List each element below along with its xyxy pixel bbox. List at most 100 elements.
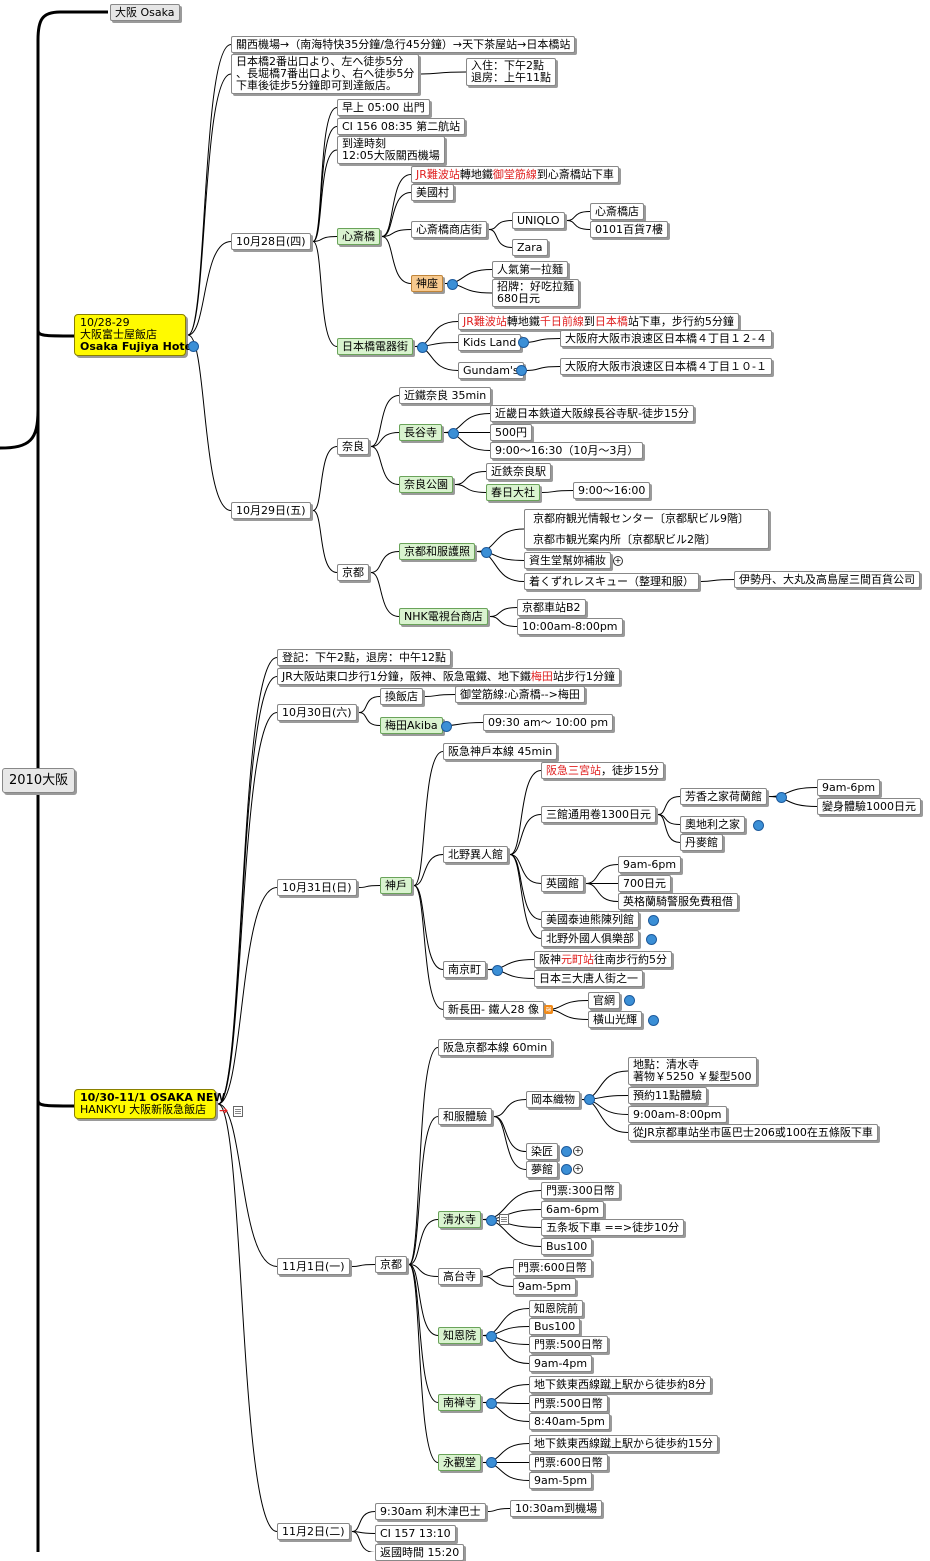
shiseido-makeup[interactable]: 資生堂幫妳補妝 bbox=[524, 552, 611, 569]
shin-nagata-tetsujin[interactable]: 新長田- 鐵人28 像 bbox=[443, 1001, 544, 1018]
umeda-akiba[interactable]: 梅田Akiba bbox=[380, 717, 443, 734]
globe-link-icon[interactable] bbox=[648, 1015, 659, 1026]
globe-link-icon[interactable] bbox=[624, 995, 635, 1006]
root-node[interactable]: 2010大阪 bbox=[2, 768, 76, 793]
akiba-hours[interactable]: 09:30 am～ 10:00 pm bbox=[483, 714, 614, 731]
globe-link-icon[interactable] bbox=[417, 342, 428, 353]
denmark-hall[interactable]: 丹麥館 bbox=[680, 834, 723, 851]
flight-ci157[interactable]: CI 157 13:10 bbox=[375, 1525, 456, 1542]
okamoto-reserve[interactable]: 預約11點體驗 bbox=[628, 1087, 707, 1104]
chionin-bus[interactable]: Bus100 bbox=[529, 1318, 581, 1335]
day-1102[interactable]: 11月2日(二) bbox=[277, 1523, 350, 1540]
hasedera-route[interactable]: 近畿日本鉄道大阪線長谷寺駅-徒步15分 bbox=[490, 405, 694, 422]
chionin-fee[interactable]: 門票:500日幣 bbox=[529, 1336, 608, 1353]
hankyu-route[interactable]: JR大阪站東口步行1分鐘，阪神、阪急電鐵、地下鐵梅田站步行1分鐘 bbox=[277, 668, 620, 685]
austria-house[interactable]: 奧地利之家 bbox=[680, 816, 745, 833]
kimono-rescue[interactable]: 着くずれレスキュー（整理和服） bbox=[524, 573, 699, 590]
england-fee[interactable]: 700日元 bbox=[618, 875, 671, 892]
nhk-hours[interactable]: 10:00am-8:00pm bbox=[517, 618, 623, 635]
kasuga-taisha[interactable]: 春日大社 bbox=[486, 484, 540, 501]
kitano-ijinkan[interactable]: 北野異人館 bbox=[443, 846, 508, 863]
gundam[interactable]: Gundam's bbox=[458, 362, 524, 379]
gundam-address[interactable]: 大阪府大阪市浪速区日本橋４丁目１０-１ bbox=[560, 358, 772, 375]
somesho[interactable]: 染匠 bbox=[526, 1143, 558, 1160]
globe-link-icon[interactable] bbox=[441, 721, 452, 732]
fujiya-checkin[interactable]: 入住：下午2點 退房：上午11點 bbox=[466, 58, 556, 86]
nankinmachi[interactable]: 南京町 bbox=[443, 961, 486, 978]
nhk-location[interactable]: 京都車站B2 bbox=[517, 599, 586, 616]
kiyomizu-bus[interactable]: Bus100 bbox=[541, 1238, 593, 1255]
globe-link-icon[interactable] bbox=[486, 1457, 497, 1468]
eikando-hours[interactable]: 9am-5pm bbox=[529, 1472, 593, 1489]
chionin-hours[interactable]: 9am-4pm bbox=[529, 1355, 593, 1372]
globe-link-icon[interactable] bbox=[561, 1164, 572, 1175]
note-icon[interactable] bbox=[233, 1106, 243, 1117]
eikando[interactable]: 永觀堂 bbox=[438, 1454, 481, 1471]
hasedera-hours[interactable]: 9:00～16:30（10月～3月） bbox=[490, 442, 644, 459]
motomachi-route[interactable]: 阪神元町站往南步行約5分 bbox=[534, 951, 672, 968]
ramen-popular[interactable]: 人氣第一拉麵 bbox=[492, 261, 568, 278]
flight-ci156[interactable]: CI 156 08:35 第二航站 bbox=[337, 118, 466, 135]
globe-link-icon[interactable] bbox=[188, 341, 199, 352]
globe-link-icon[interactable] bbox=[486, 1215, 497, 1226]
okamoto-bus[interactable]: 從JR京都車站坐市區巴士206或100在五條阪下車 bbox=[628, 1124, 878, 1141]
kobe[interactable]: 神戶 bbox=[380, 877, 412, 894]
globe-link-icon[interactable] bbox=[486, 1398, 497, 1409]
expand-plus-icon[interactable]: + bbox=[573, 1146, 583, 1156]
nanzenji-fee[interactable]: 門票:500日幣 bbox=[529, 1395, 608, 1412]
hankyu-kyoto-line[interactable]: 阪急京都本線 60min bbox=[438, 1039, 553, 1056]
eikando-fee[interactable]: 門票:600日幣 bbox=[529, 1454, 608, 1471]
node-osaka[interactable]: 大阪 Osaka bbox=[110, 4, 180, 21]
globe-link-icon[interactable] bbox=[518, 337, 529, 348]
kintetsu-nara-station[interactable]: 近鉄奈良駅 bbox=[486, 463, 551, 480]
england-costume[interactable]: 英格蘭騎警服免費租借 bbox=[618, 893, 738, 910]
chionin[interactable]: 知恩院 bbox=[438, 1327, 481, 1344]
nanzenji-hours[interactable]: 8:40am-5pm bbox=[529, 1413, 610, 1430]
fragrance-house[interactable]: 芳香之家荷蘭館 bbox=[680, 788, 767, 805]
three-hall-ticket[interactable]: 三館通用卷1300日元 bbox=[541, 806, 656, 823]
globe-link-icon[interactable] bbox=[648, 915, 659, 926]
note-icon[interactable] bbox=[499, 1214, 509, 1225]
globe-link-icon[interactable] bbox=[561, 1146, 572, 1157]
teddy-bear-museum[interactable]: 美國泰迪熊陳列館 bbox=[541, 911, 639, 928]
globe-link-icon[interactable] bbox=[753, 820, 764, 831]
day-1029[interactable]: 10月29日(五) bbox=[231, 502, 311, 519]
department-stores[interactable]: 伊勢丹、大丸及高島屋三間百貨公司 bbox=[734, 571, 920, 588]
midosuji-route[interactable]: 御堂筋線:心斎橋-->梅田 bbox=[455, 686, 585, 703]
globe-link-icon[interactable] bbox=[646, 934, 657, 945]
fragrance-hours[interactable]: 9am-6pm bbox=[817, 779, 881, 796]
shotengai[interactable]: 心斎橋商店街 bbox=[411, 221, 487, 238]
okamoto-orimono[interactable]: 岡本織物 bbox=[526, 1091, 580, 1108]
globe-link-icon[interactable] bbox=[516, 365, 527, 376]
globe-link-icon[interactable] bbox=[492, 965, 503, 976]
nippombashi-route[interactable]: JR難波站轉地鐵千日前線到日本橋站下車，步行約5分鐘 bbox=[458, 313, 739, 330]
expand-plus-icon[interactable]: + bbox=[613, 556, 623, 566]
globe-link-icon[interactable] bbox=[448, 428, 459, 439]
kidsland[interactable]: Kids Land bbox=[458, 334, 522, 351]
kyoto-1029[interactable]: 京都 bbox=[337, 564, 369, 581]
kiyomizu-fee[interactable]: 門票:300日幣 bbox=[541, 1182, 620, 1199]
amemura[interactable]: 美國村 bbox=[411, 184, 454, 201]
kiyomizu-walk[interactable]: 五条坂下車 ==>徒步10分 bbox=[541, 1219, 685, 1236]
official-site[interactable]: 官網 bbox=[588, 992, 620, 1009]
nara-park[interactable]: 奈良公園 bbox=[399, 476, 453, 493]
shinsaibashi-route[interactable]: JR難波站轉地鐵御堂筋線到心斎橋站下車 bbox=[411, 166, 619, 183]
hasedera[interactable]: 長谷寺 bbox=[399, 424, 442, 441]
nhk-shop[interactable]: NHK電視台商店 bbox=[399, 608, 488, 625]
depart-time[interactable]: 早上 05:00 出門 bbox=[337, 99, 430, 116]
england-hours[interactable]: 9am-6pm bbox=[618, 856, 682, 873]
globe-link-icon[interactable] bbox=[776, 792, 787, 803]
england-hall[interactable]: 英國館 bbox=[541, 875, 584, 892]
nippombashi[interactable]: 日本橋電器街 bbox=[337, 338, 413, 355]
globe-link-icon[interactable] bbox=[584, 1094, 595, 1105]
kyoto-info-group[interactable] bbox=[524, 509, 769, 549]
hankyu-checkin[interactable]: 登記：下午2點，退房：中午12點 bbox=[277, 649, 451, 666]
fujiya-route[interactable]: 關西機場→（南海特快35分鐘/急行45分鐘）→天下茶屋站→日本橋站 bbox=[231, 36, 576, 53]
globe-link-icon[interactable] bbox=[481, 547, 492, 558]
limousine-bus[interactable]: 9:30am 利木津巴士 bbox=[375, 1503, 486, 1520]
change-hotel[interactable]: 換飯店 bbox=[380, 688, 423, 705]
expand-plus-icon[interactable]: + bbox=[573, 1164, 583, 1174]
yumekan[interactable]: 夢館 bbox=[526, 1161, 558, 1178]
kamuza[interactable]: 神座 bbox=[411, 275, 443, 292]
kiyomizu-hours[interactable]: 6am-6pm bbox=[541, 1201, 605, 1218]
